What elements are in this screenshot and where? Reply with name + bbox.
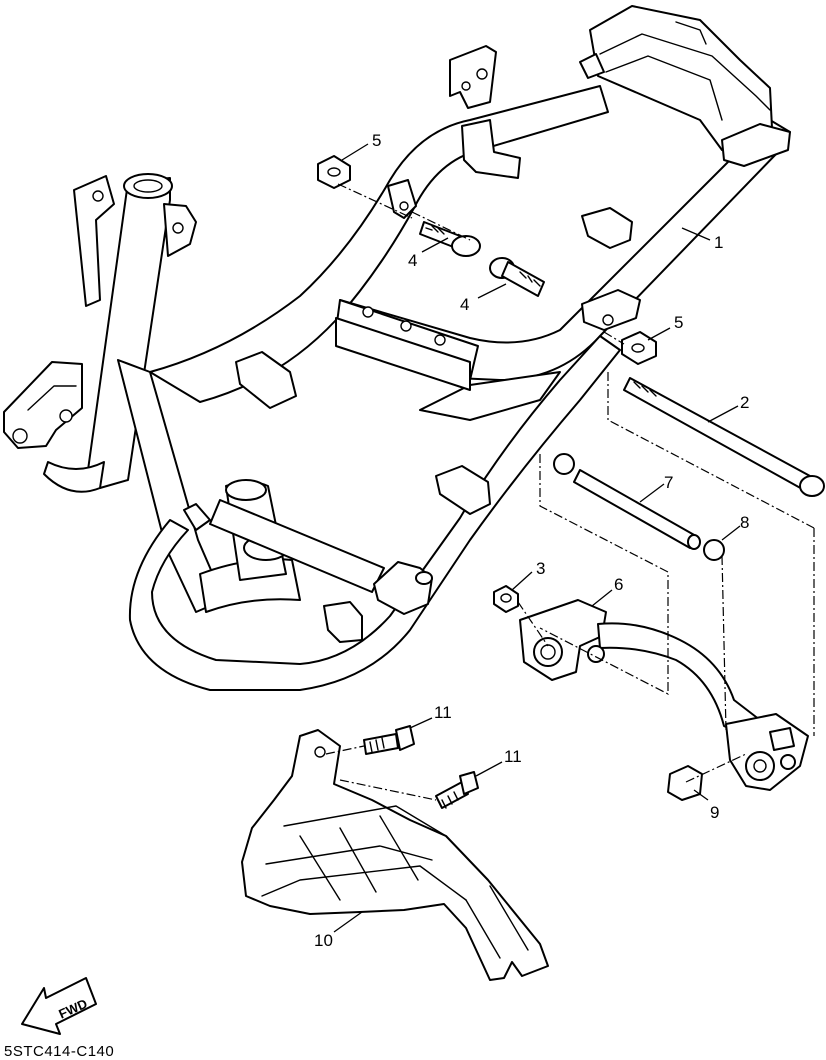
callout-5a: 5 xyxy=(372,131,381,150)
bolt-4a xyxy=(419,221,481,257)
diagram-reference-code: 5STC414-C140 xyxy=(4,1043,115,1060)
bolt-11a xyxy=(363,725,415,755)
callout-2: 2 xyxy=(740,393,749,412)
flange-nut-5a xyxy=(317,155,351,189)
collar-7 xyxy=(553,453,701,550)
callout-11a: 11 xyxy=(434,703,452,722)
long-bolt-2 xyxy=(623,377,825,497)
callout-5b: 5 xyxy=(674,313,683,332)
bush-8 xyxy=(703,539,725,561)
callout-8: 8 xyxy=(740,513,749,532)
callout-7: 7 xyxy=(664,473,673,492)
callout-11b: 11 xyxy=(504,747,522,766)
leader-lines xyxy=(333,143,741,933)
callout-3: 3 xyxy=(536,559,545,578)
guard-10 xyxy=(241,729,549,981)
assembly-lines xyxy=(325,183,815,801)
callout-6: 6 xyxy=(614,575,623,594)
callout-9: 9 xyxy=(710,803,719,822)
nut-3 xyxy=(493,585,519,613)
damper-9 xyxy=(667,765,703,801)
callout-10: 10 xyxy=(314,931,333,950)
bolt-11b xyxy=(435,771,479,809)
callout-1: 1 xyxy=(714,233,723,252)
bracket-6 xyxy=(519,599,809,791)
fwd-arrow-icon: FWD xyxy=(21,977,97,1035)
main-frame xyxy=(3,5,791,691)
flange-nut-5b xyxy=(621,331,657,365)
callout-4b: 4 xyxy=(460,295,469,314)
callout-4a: 4 xyxy=(408,251,417,270)
callout-labels: 1 2 3 4 4 5 5 6 7 8 9 10 11 11 xyxy=(314,131,749,950)
bolt-4b xyxy=(489,257,545,297)
